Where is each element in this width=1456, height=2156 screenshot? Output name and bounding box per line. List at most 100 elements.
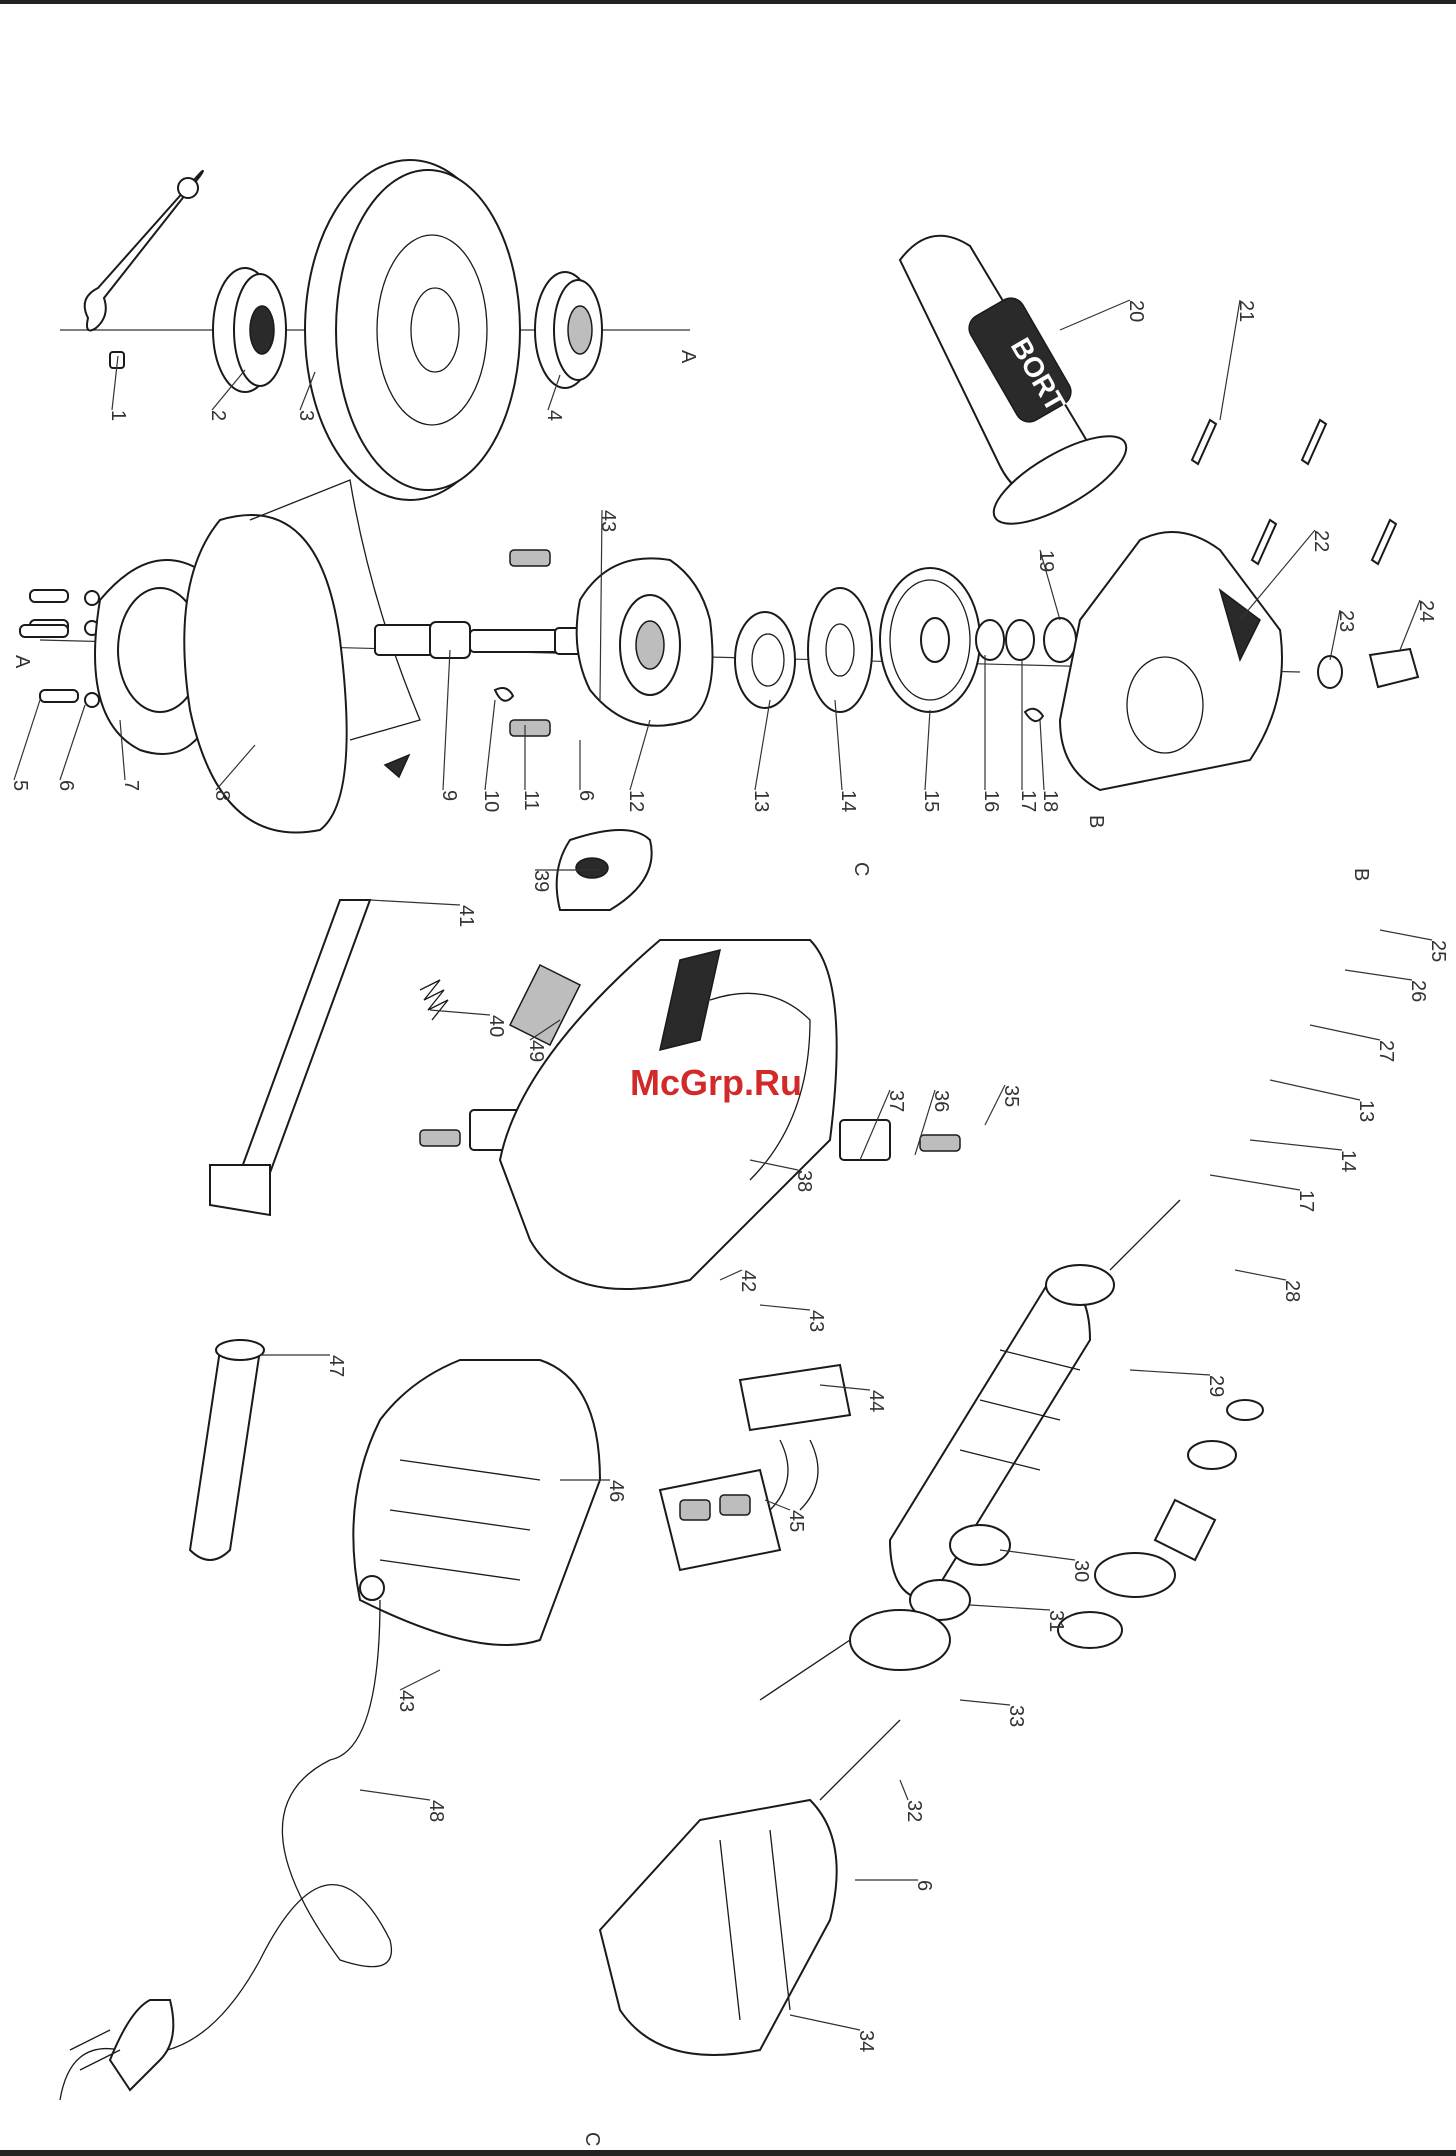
leader-line [900,1780,908,1800]
part-number-17: 17 [1295,1190,1317,1212]
part-number-14: 14 [837,790,859,812]
side-handle: BORT [900,236,1138,540]
leader-line [1250,1140,1342,1150]
part-number-38: 38 [793,1170,815,1192]
part-number-16: 16 [980,790,1002,812]
leader-line [60,705,85,780]
part-number-37: 37 [885,1090,907,1112]
part-number-44: 44 [865,1390,887,1412]
leader-line [1310,1025,1380,1040]
part-number-20: 20 [1125,300,1147,322]
power-cord [60,1600,391,2100]
part-number-19: 19 [1035,550,1057,572]
bearing-flange [577,558,713,725]
part-number-1: 1 [107,410,129,421]
bevel-gear [880,568,980,712]
part-number-5: 5 [9,780,31,791]
part-number-12: 12 [625,790,647,812]
leader-line [630,720,650,790]
part-number-2: 2 [207,410,229,421]
leader-line [360,1790,430,1800]
part-number-43: 43 [805,1310,827,1332]
part-number-34: 34 [855,2030,877,2052]
part-number-39: 39 [530,870,552,892]
part-number-23: 23 [1335,610,1357,632]
leader-line [755,700,770,790]
part-number-15: 15 [920,790,942,812]
leader-line [1060,300,1130,330]
section-marker-b: B [1350,868,1372,881]
leader-line [400,1670,440,1690]
section-marker-c: C [850,862,872,876]
section-marker-b: B [1085,815,1107,828]
inner-flange [213,268,286,392]
handle-screws [1192,420,1396,564]
part-number-11: 11 [520,790,542,811]
watermark: McGrp.Ru [630,1062,802,1103]
part-number-18: 18 [1039,790,1061,812]
leader-line [1130,1370,1210,1375]
part-number-21: 21 [1235,300,1257,322]
part-number-27: 27 [1375,1040,1397,1062]
part-number-31: 31 [1045,1610,1067,1632]
part-number-13: 13 [1355,1100,1377,1122]
part-number-7: 7 [120,780,142,791]
part-number-42: 42 [737,1270,759,1292]
leader-line [14,700,40,780]
gear-housing [1060,532,1282,790]
part-number-43: 43 [395,1690,417,1712]
switch-block [660,1470,780,1570]
part-number-26: 26 [1407,980,1429,1002]
leader-line [925,710,930,790]
part-number-24: 24 [1415,600,1437,622]
part-number-43: 43 [597,510,619,532]
part-number-13: 13 [750,790,772,812]
leader-line [485,700,495,790]
part-number-36: 36 [930,1090,952,1112]
leader-line [370,900,460,905]
part-number-9: 9 [438,790,460,801]
section-marker-a: A [11,655,33,669]
leader-line [960,1700,1010,1705]
grinding-disc [305,160,520,500]
part-number-3: 3 [295,410,317,421]
rear-housing [353,1360,600,1645]
leader-line [1270,1080,1360,1100]
leader-line [835,700,842,790]
outer-nut [535,272,602,388]
spring [420,980,448,1020]
part-number-22: 22 [1310,530,1332,552]
part-number-45: 45 [785,1510,807,1532]
leader-line [790,2015,860,2030]
part-number-6: 6 [55,780,77,791]
part-number-28: 28 [1281,1280,1303,1302]
part-number-35: 35 [1000,1085,1022,1107]
part-number-4: 4 [543,410,565,421]
part-number-6: 6 [575,790,597,801]
part-number-6: 6 [913,1880,935,1891]
stator [600,1640,900,2055]
lock-button [1318,649,1418,688]
part-number-48: 48 [425,1800,447,1822]
leader-line [430,1010,490,1015]
bearing-and-plate [735,588,872,712]
part-number-14: 14 [1337,1150,1359,1172]
small-rings [976,618,1076,721]
part-number-25: 25 [1427,940,1449,962]
part-number-29: 29 [1205,1375,1227,1397]
leader-line [1000,1550,1075,1560]
leader-line [443,650,450,790]
power-plug [70,2000,173,2090]
spindle-shaft [375,622,590,658]
part-number-41: 41 [455,905,477,927]
part-number-49: 49 [525,1040,547,1062]
part-number-30: 30 [1070,1560,1092,1582]
part-number-17: 17 [1017,790,1039,812]
part-number-32: 32 [903,1800,925,1822]
leader-line [1380,930,1432,940]
part-number-46: 46 [605,1480,627,1502]
leader-line [760,1305,810,1310]
leader-line [1240,530,1315,620]
section-marker-c: C [581,2132,603,2146]
